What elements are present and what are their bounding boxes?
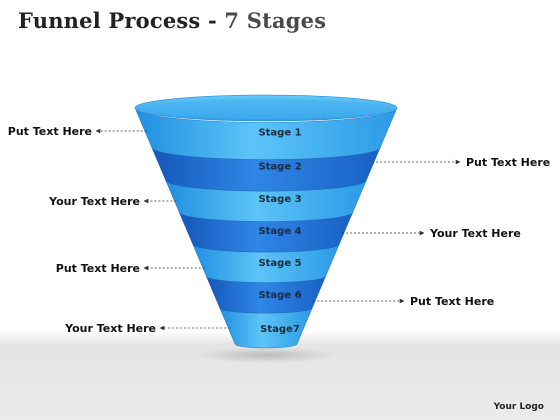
title-separator: -: [200, 8, 225, 33]
stage-label-2: Stage 2: [258, 162, 301, 173]
title-main: Funnel Process: [18, 8, 201, 33]
stage-label-6: Stage 6: [258, 290, 301, 301]
callout-text-2: Put Text Here: [466, 156, 550, 169]
funnel-shadow: [196, 347, 336, 363]
title-accent: 7 Stages: [224, 8, 327, 33]
funnel-bands: [134, 107, 398, 349]
stage-label-1: Stage 1: [258, 128, 301, 139]
footer-logo: Your Logo: [493, 402, 544, 412]
callout-text-6: Put Text Here: [410, 295, 494, 308]
stage-label-5: Stage 5: [258, 258, 301, 269]
callout-text-4: Your Text Here: [429, 227, 521, 240]
callout-text-1: Put Text Here: [8, 125, 92, 138]
callout-text-3: Your Text Here: [48, 195, 140, 208]
stage-label-3: Stage 3: [258, 194, 301, 205]
funnel-rim-inner: [143, 99, 389, 119]
page-title: Funnel Process - 7 Stages: [18, 8, 326, 33]
funnel-rim: [134, 94, 398, 122]
callout-text-7: Your Text Here: [64, 322, 156, 335]
stage-label-4: Stage 4: [258, 226, 301, 237]
stage-labels: Stage 1 Stage 2 Stage 3 Stage 4 Stage 5 Stage…: [258, 128, 301, 336]
stage-label-7: Stage7: [260, 324, 300, 335]
callout-text-5: Put Text Here: [56, 262, 140, 275]
